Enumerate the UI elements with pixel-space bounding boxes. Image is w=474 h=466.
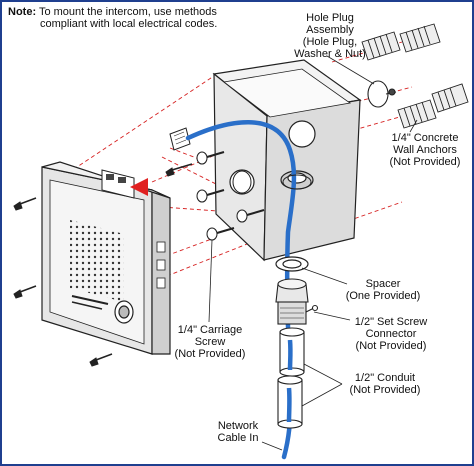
faceplate-screw-1 [13,197,37,211]
label-network-cable-line-2: Cable In [217,432,259,444]
label-carriage-screw: 1/4" Carriage Screw (Not Provided) [170,324,250,360]
rj45-connector [169,127,191,151]
carriage-screw-3 [206,227,235,241]
label-conduit: 1/2" Conduit (Not Provided) [342,372,428,396]
intercom-faceplate [41,161,171,355]
mounting-note: Note: To mount the intercom, use methods… [8,6,217,30]
note-prefix: Note: [8,6,37,18]
label-set-screw-line-2: Connector [365,328,417,340]
note-line-1: To mount the intercom, use methods [38,6,217,18]
label-set-screw-line-3: (Not Provided) [355,340,427,352]
hole-plug-assembly [367,80,397,108]
wall-anchor-top-left [361,31,401,61]
label-wall-anchors-line-3: (Not Provided) [389,156,461,168]
knockout-hole-top [288,120,316,148]
note-line-2: compliant with local electrical codes. [40,18,218,30]
wall-anchor-bottom-left [397,99,437,129]
leader-lines [208,55,418,451]
label-hole-plug-line-1: Hole Plug [306,12,354,24]
label-network-cable-line-1: Network [217,420,259,432]
label-set-screw-connector: 1/2" Set Screw Connector (Not Provided) [346,316,436,352]
label-spacer: Spacer (One Provided) [338,278,428,302]
label-wall-anchors-line-2: Wall Anchors [393,144,457,156]
label-hole-plug-line-3: (Hole Plug, [302,36,358,48]
label-carriage-screw-line-3: (Not Provided) [174,348,246,360]
carriage-screw-4 [236,209,265,223]
faceplate-screw-4 [165,163,193,177]
label-wall-anchors: 1/4" Concrete Wall Anchors (Not Provided… [382,132,468,168]
label-carriage-screw-line-1: 1/4" Carriage [177,324,243,336]
label-conduit-line-2: (Not Provided) [349,384,421,396]
wall-anchor-top-right [399,23,441,53]
wall-anchor-bottom-right [431,83,469,113]
faceplate-screw-2 [13,285,37,299]
label-spacer-line-1: Spacer [365,278,401,290]
label-wall-anchors-line-1: 1/4" Concrete [391,132,459,144]
label-spacer-line-2: (One Provided) [345,290,421,302]
label-hole-plug-line-4: Washer & Nut) [294,48,366,60]
label-carriage-screw-line-2: Screw [194,336,226,348]
label-conduit-line-1: 1/2" Conduit [354,372,416,384]
cable-grommet [282,174,312,190]
label-network-cable: Network Cable In [208,420,268,444]
hole-plug-washer [232,170,252,194]
label-set-screw-line-1: 1/2" Set Screw [354,316,428,328]
spacer [275,256,309,272]
label-hole-plug-assembly: Hole Plug Assembly (Hole Plug, Washer & … [284,12,376,60]
carriage-screw-1 [196,151,225,165]
red-triangle-arrow-icon [130,178,148,196]
circuit-board [101,169,135,199]
carriage-screw-2 [196,189,225,203]
set-screw-connector [275,278,319,325]
label-hole-plug-line-2: Assembly [306,24,354,36]
faceplate-screw-3 [89,353,113,367]
speaker-grille [70,220,124,302]
